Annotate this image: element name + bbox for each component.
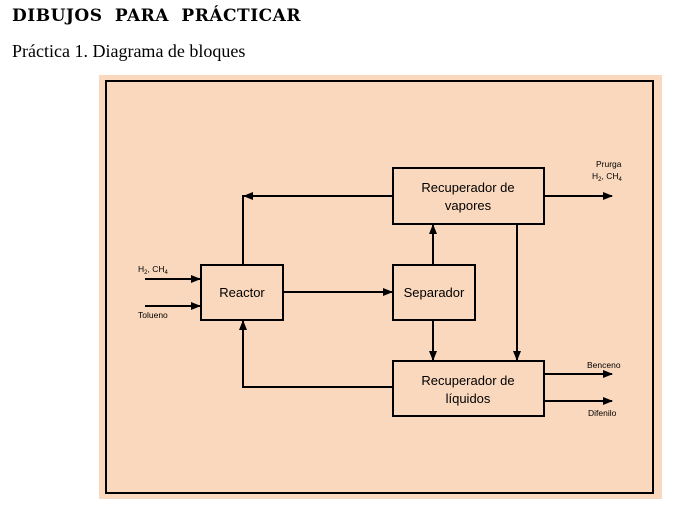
label-liquidos-line2: líquidos	[446, 391, 491, 406]
label-tolueno: Tolueno	[138, 310, 168, 320]
label-feed-gas: H2, CH4	[138, 264, 168, 276]
label-reactor: Reactor	[219, 285, 265, 300]
label-vapores-line2: vapores	[445, 198, 492, 213]
label-vapores-line1: Recuperador de	[421, 180, 514, 195]
diagram-background	[99, 75, 662, 499]
label-liquidos-line1: Recuperador de	[421, 373, 514, 388]
label-separador: Separador	[404, 285, 465, 300]
label-difenilo: Difenilo	[588, 408, 617, 418]
block-recuperador-liquidos	[392, 360, 545, 417]
label-purga: Prurga	[596, 159, 622, 169]
label-benceno: Benceno	[587, 360, 621, 370]
block-recuperador-vapores	[392, 167, 545, 225]
page-subtitle: Práctica 1. Diagrama de bloques	[12, 41, 246, 61]
page-title: DIBUJOS PARA PRÁCTICAR	[12, 6, 301, 26]
label-purga-gas: H2, CH4	[592, 171, 622, 183]
diagram-frame	[105, 80, 654, 494]
line-liquidos-recycle	[242, 330, 393, 388]
